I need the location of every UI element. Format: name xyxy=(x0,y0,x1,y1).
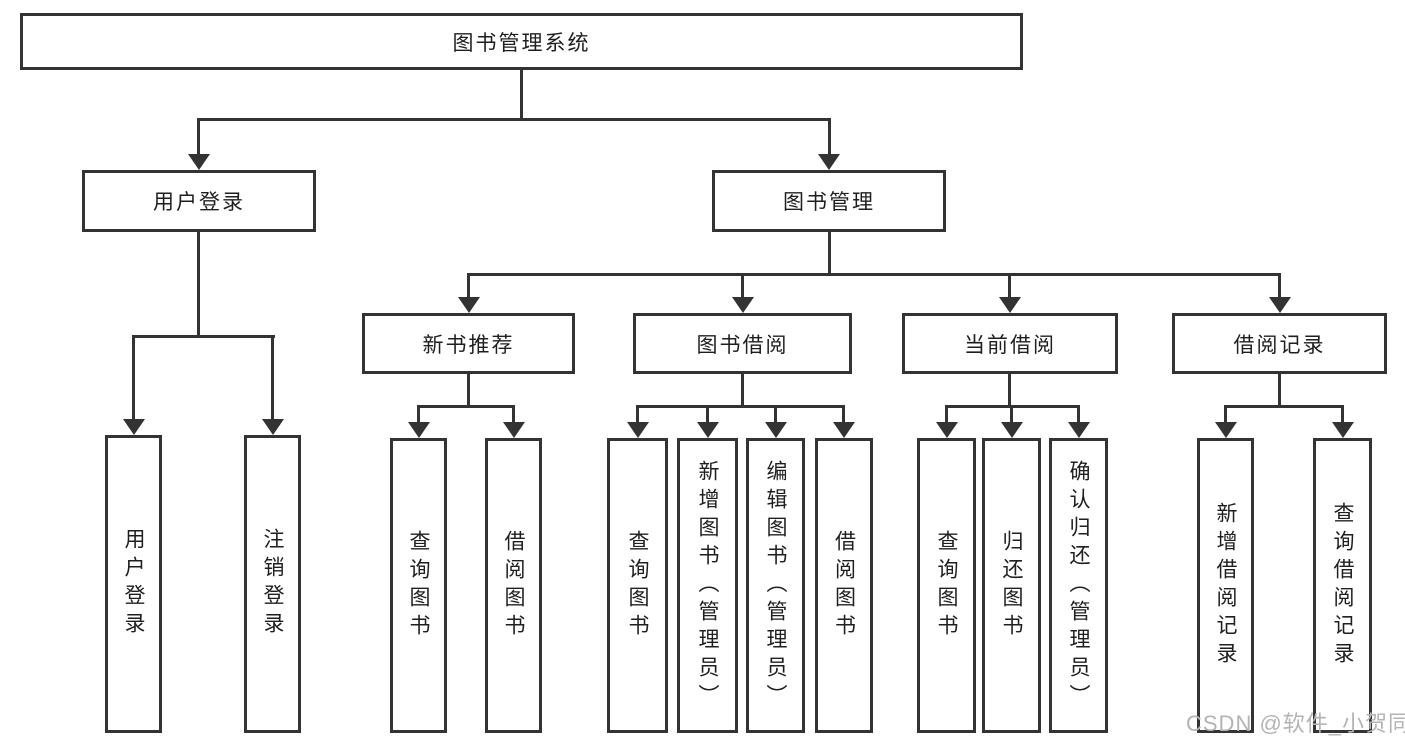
leaf-label: 查询图书 xyxy=(935,529,958,642)
arrow-down-icon xyxy=(936,422,958,438)
connector-to-leaf xyxy=(1341,405,1344,424)
connector-to-leaf xyxy=(417,405,420,424)
arrow-down-icon xyxy=(1001,422,1023,438)
connector-book-management-split xyxy=(467,273,1281,276)
connector-to-leaf xyxy=(512,405,515,424)
arrow-down-icon xyxy=(1269,297,1291,313)
node-borrow-record: 借阅记录 xyxy=(1172,313,1387,374)
node-label: 新书推荐 xyxy=(422,333,515,357)
node-label: 图书管理 xyxy=(783,191,875,214)
connector-current-borrow-stem xyxy=(1008,373,1011,405)
connector-to-leaf xyxy=(842,405,845,424)
node-user-login: 用户登录 xyxy=(82,170,316,232)
leaf-logout: 注销登录 xyxy=(244,435,301,733)
leaf-query-books: 查询图书 xyxy=(607,438,668,733)
arrow-down-icon xyxy=(188,154,210,170)
leaf-add-books-admin: 新增图书（管理员） xyxy=(677,438,738,733)
leaf-query-books: 查询图书 xyxy=(917,438,976,733)
connector-book-borrow-split xyxy=(636,405,845,408)
arrow-down-icon xyxy=(818,154,840,170)
leaf-label: 借阅图书 xyxy=(502,529,525,642)
arrow-down-icon xyxy=(732,297,754,313)
arrow-down-icon xyxy=(262,419,284,435)
leaf-confirm-return-admin: 确认归还（管理员） xyxy=(1049,438,1108,733)
node-new-book-recommend: 新书推荐 xyxy=(362,313,575,374)
leaf-label: 查询图书 xyxy=(407,529,430,642)
arrow-down-icon xyxy=(503,422,525,438)
node-label: 图书借阅 xyxy=(696,333,789,357)
node-book-borrow: 图书借阅 xyxy=(633,313,852,374)
leaf-user-login: 用户登录 xyxy=(105,435,162,733)
leaf-label: 查询图书 xyxy=(626,529,649,642)
arrow-down-icon xyxy=(458,297,480,313)
arrow-down-icon xyxy=(123,419,145,435)
arrow-down-icon xyxy=(1332,422,1354,438)
connector-book-management-stem xyxy=(828,232,831,273)
arrow-down-icon xyxy=(765,422,787,438)
connector-to-new-book xyxy=(467,273,470,299)
leaf-borrow-books: 借阅图书 xyxy=(815,438,873,733)
arrow-down-icon xyxy=(408,422,430,438)
connector-user-login-stem xyxy=(197,232,200,335)
connector-to-borrow-record xyxy=(1278,273,1281,299)
connector-to-leaf xyxy=(774,405,777,424)
arrow-down-icon xyxy=(1215,422,1237,438)
node-label: 用户登录 xyxy=(153,191,245,214)
connector-root-split xyxy=(197,118,831,121)
node-book-management: 图书管理 xyxy=(712,170,946,232)
leaf-query-borrow-record: 查询借阅记录 xyxy=(1313,438,1372,733)
leaf-label: 新增借阅记录 xyxy=(1214,501,1237,670)
leaf-label: 归还图书 xyxy=(1000,529,1023,642)
connector-to-leaf xyxy=(1010,405,1013,424)
arrow-down-icon xyxy=(1068,422,1090,438)
connector-to-leaf xyxy=(1224,405,1227,424)
node-label: 当前借阅 xyxy=(964,333,1056,357)
connector-to-leaf xyxy=(706,405,709,424)
connector-root-stem xyxy=(520,69,523,118)
connector-borrow-record-stem xyxy=(1278,373,1281,405)
leaf-label: 用户登录 xyxy=(122,528,145,640)
connector-to-book-management xyxy=(828,118,831,158)
connector-new-book-split xyxy=(417,405,515,408)
node-label: 图书管理系统 xyxy=(452,31,591,55)
connector-to-leaf xyxy=(636,405,639,424)
node-library-management-system: 图书管理系统 xyxy=(20,13,1023,70)
leaf-borrow-books: 借阅图书 xyxy=(485,438,542,733)
arrow-down-icon xyxy=(697,422,719,438)
leaf-label: 确认归还（管理员） xyxy=(1067,459,1090,712)
leaf-return-books: 归还图书 xyxy=(982,438,1041,733)
connector-to-book-borrow xyxy=(741,273,744,299)
connector-to-leaf xyxy=(1077,405,1080,424)
connector-book-borrow-stem xyxy=(741,373,744,405)
leaf-add-borrow-record: 新增借阅记录 xyxy=(1197,438,1254,733)
connector-user-login-split xyxy=(132,335,275,338)
arrow-down-icon xyxy=(627,422,649,438)
leaf-label: 查询借阅记录 xyxy=(1331,501,1354,670)
leaf-label: 编辑图书（管理员） xyxy=(764,459,787,712)
connector-to-current-borrow xyxy=(1008,273,1011,299)
arrow-down-icon xyxy=(999,297,1021,313)
connector-to-user-login xyxy=(197,118,200,158)
node-label: 借阅记录 xyxy=(1233,333,1326,357)
node-current-borrow: 当前借阅 xyxy=(902,313,1118,374)
leaf-label: 注销登录 xyxy=(261,528,284,640)
leaf-label: 借阅图书 xyxy=(832,529,856,642)
leaf-query-books: 查询图书 xyxy=(390,438,447,733)
arrow-down-icon xyxy=(833,422,855,438)
connector-to-leaf xyxy=(132,335,135,421)
connector-to-leaf xyxy=(271,335,274,421)
leaf-edit-books-admin: 编辑图书（管理员） xyxy=(746,438,805,733)
connector-to-leaf xyxy=(945,405,948,424)
connector-borrow-record-split xyxy=(1224,405,1344,408)
leaf-label: 新增图书（管理员） xyxy=(696,459,719,712)
csdn-watermark: CSDN @软件_小贺同学 xyxy=(1186,711,1405,736)
connector-new-book-stem xyxy=(467,373,470,405)
